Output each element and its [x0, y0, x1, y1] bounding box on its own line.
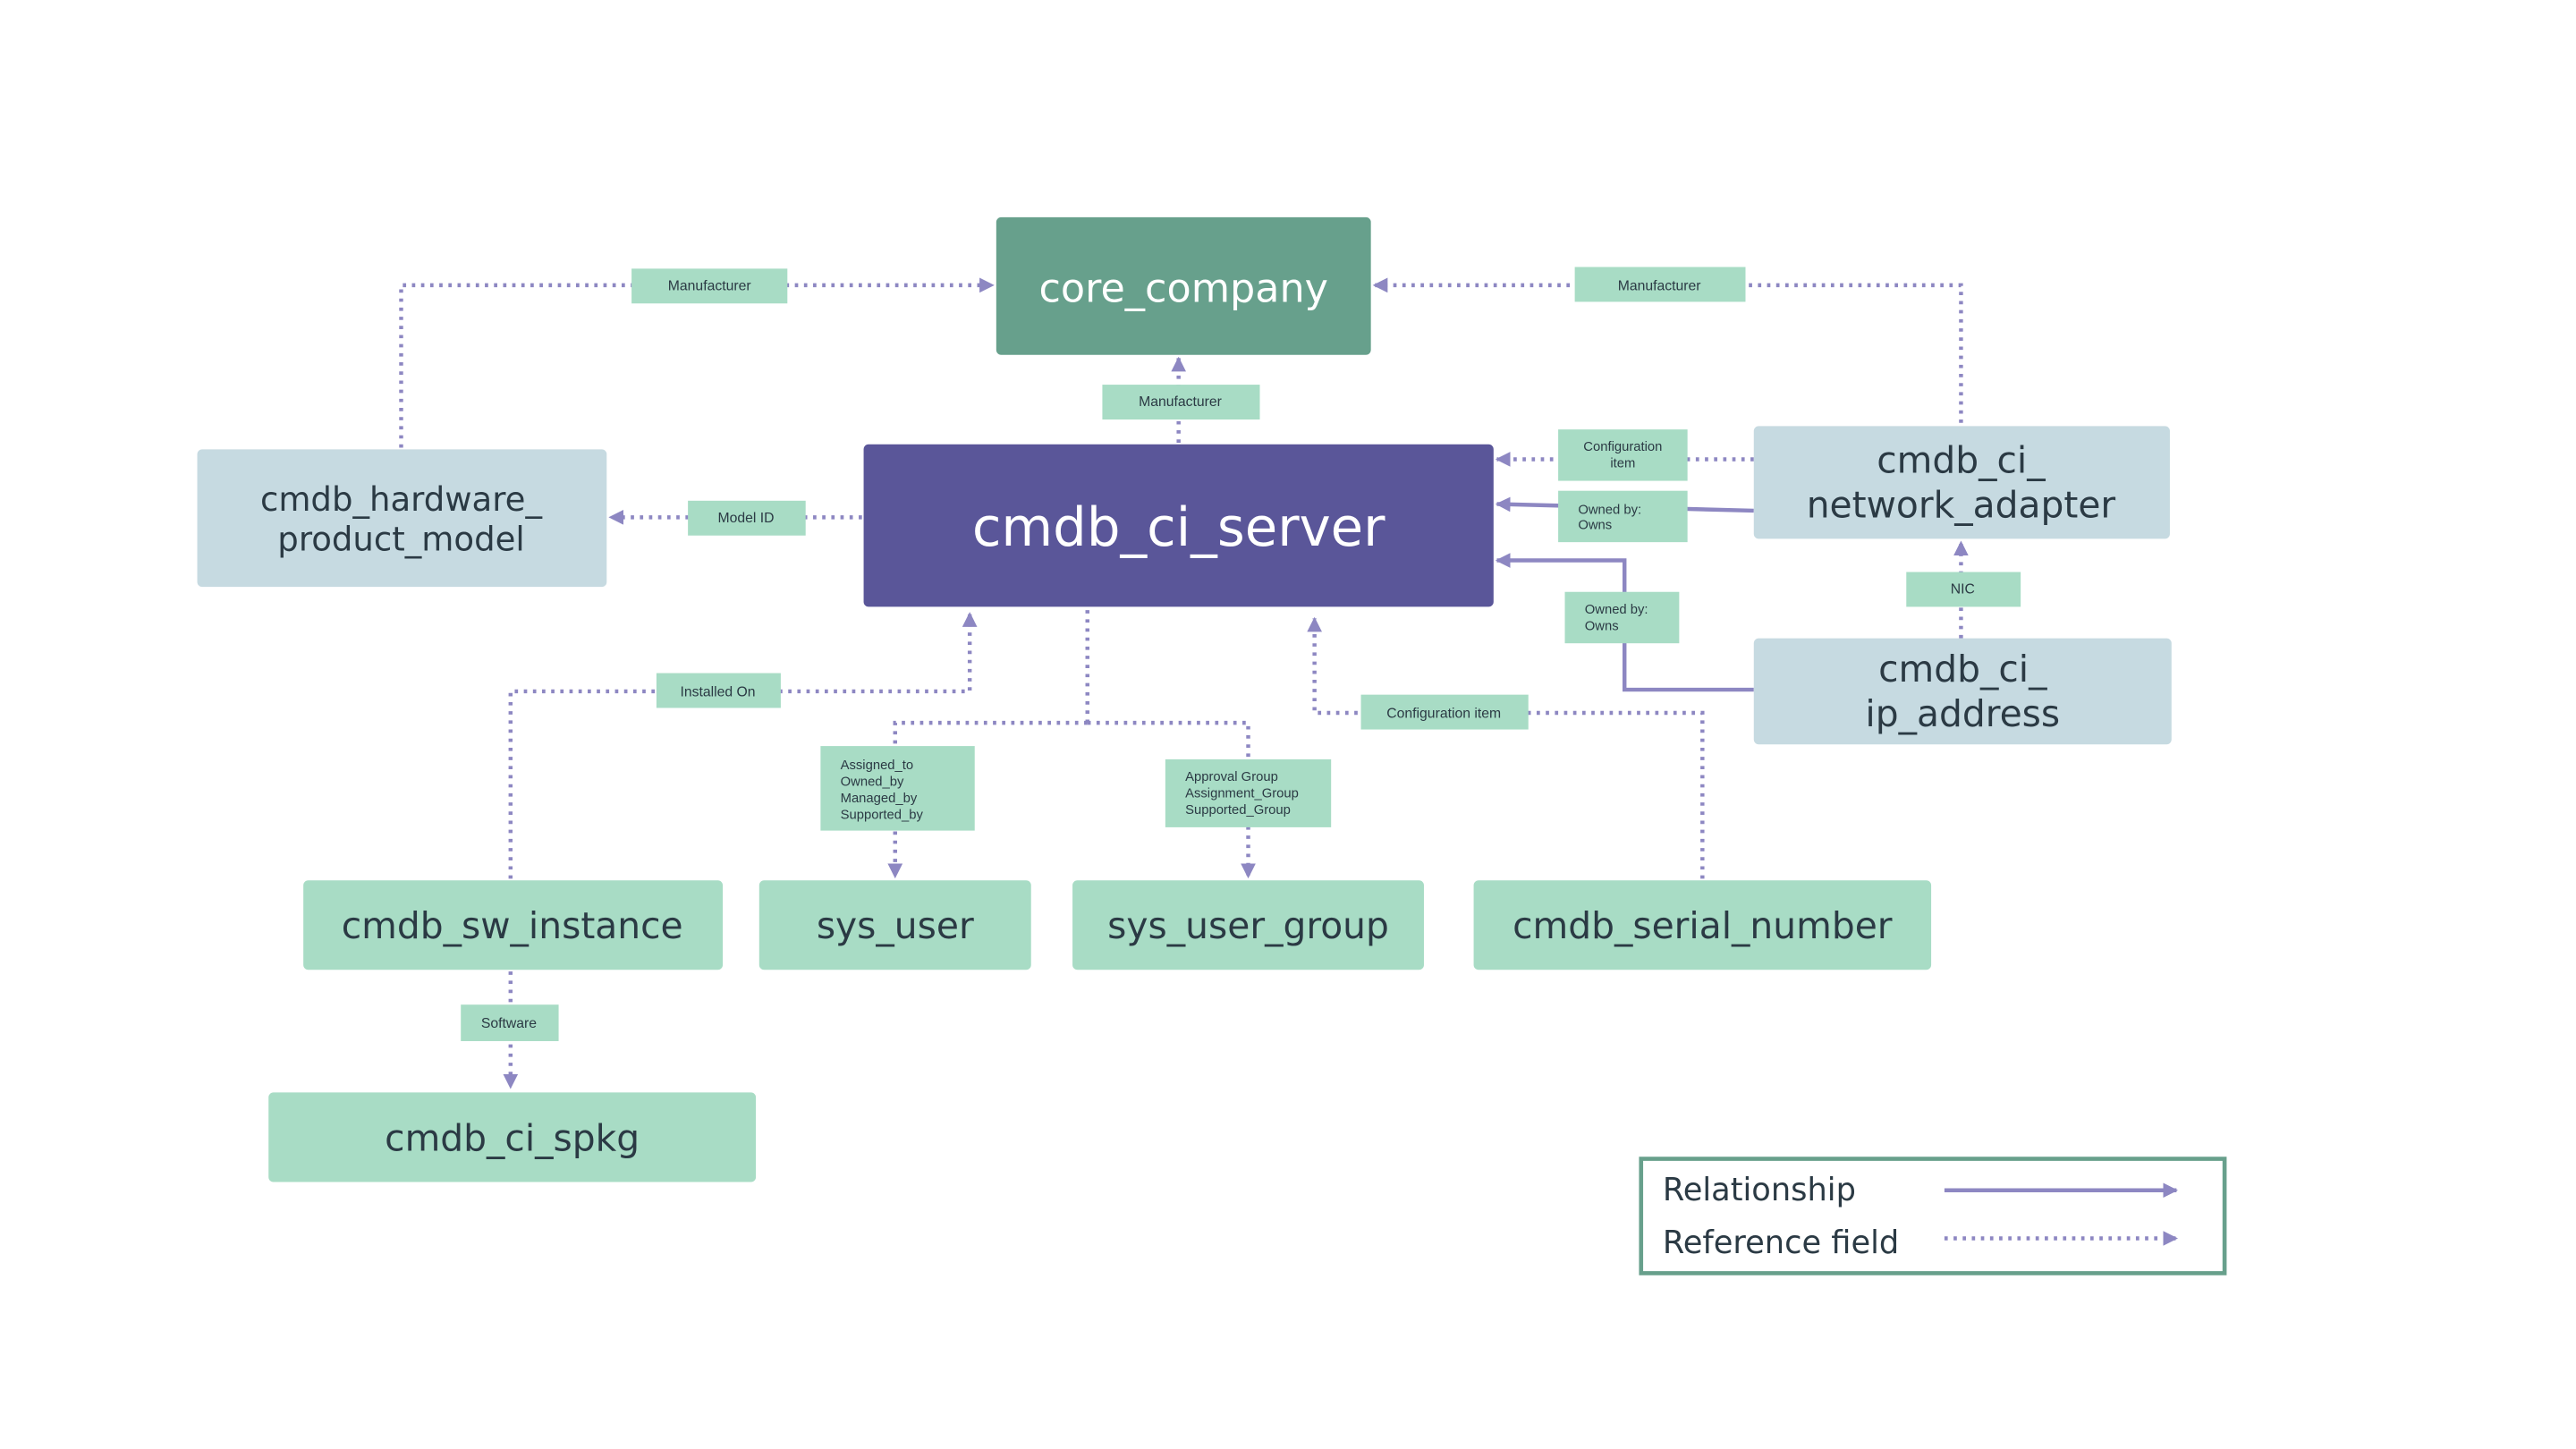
edge-label-owned-by-owns-top: Owned by: Owns [1558, 490, 1688, 543]
svg-text:Manufacturer: Manufacturer [668, 278, 751, 293]
node-core-company-label: core_company [1038, 266, 1328, 311]
edge-hwmodel-to-company [399, 277, 995, 448]
edge-swinstance-to-server [508, 612, 978, 879]
svg-text:Owned by:: Owned by: [1585, 603, 1648, 617]
edge-serial-to-server [1307, 616, 1705, 879]
svg-text:Assigned_to: Assigned_to [841, 758, 914, 773]
node-ci-spkg-label: cmdb_ci_spkg [385, 1116, 640, 1159]
svg-text:Configuration item: Configuration item [1386, 707, 1501, 722]
svg-text:Software: Software [481, 1016, 537, 1031]
edge-label-installed-on: Installed On [656, 673, 781, 708]
svg-text:Approval Group: Approval Group [1185, 770, 1278, 784]
node-net-adapter-label-line2: network_adapter [1807, 483, 2116, 526]
svg-text:Supported_by: Supported_by [841, 809, 924, 823]
svg-text:Owns: Owns [1585, 619, 1619, 633]
svg-text:Model ID: Model ID [717, 511, 774, 526]
edge-label-configuration-item-top: Configuration item [1558, 429, 1688, 481]
node-hw-model-label-line2: product_model [277, 520, 524, 558]
svg-text:Managed_by: Managed_by [841, 792, 918, 806]
legend-relationship-label: Relationship [1663, 1172, 1856, 1208]
edge-label-model-id: Model ID [688, 500, 806, 536]
node-sw-instance-label: cmdb_sw_instance [342, 904, 683, 947]
svg-text:Manufacturer: Manufacturer [1139, 394, 1222, 410]
node-cmdb-ci-server-label: cmdb_ci_server [972, 496, 1385, 558]
svg-text:Assignment_Group: Assignment_Group [1185, 787, 1299, 801]
svg-text:Manufacturer: Manufacturer [1618, 278, 1701, 293]
edge-label-configuration-item-bottom: Configuration item [1360, 694, 1529, 730]
edge-label-manufacturer-right: Manufacturer [1574, 267, 1746, 302]
node-sys-user-label: sys_user [817, 904, 974, 947]
node-sw-instance[interactable]: cmdb_sw_instance [303, 880, 724, 970]
svg-text:Installed On: Installed On [680, 684, 755, 699]
edge-label-software: Software [461, 1004, 559, 1041]
node-sys-user-group[interactable]: sys_user_group [1072, 880, 1424, 970]
edge-label-group-refs: Approval Group Assignment_Group Supporte… [1165, 758, 1332, 827]
node-net-adapter-label-line1: cmdb_ci_ [1877, 438, 2046, 481]
edge-label-user-refs: Assigned_to Owned_by Managed_by Supporte… [820, 746, 975, 831]
node-hardware-product-model[interactable]: cmdb_hardware_ product_model [197, 449, 607, 588]
node-serial-number-label: cmdb_serial_number [1513, 904, 1893, 947]
legend: Relationship Reference field [1639, 1157, 2227, 1275]
svg-text:Owns: Owns [1578, 518, 1612, 532]
svg-text:Configuration: Configuration [1583, 440, 1662, 454]
node-ip-address-label-line2: ip_address [1865, 692, 2060, 735]
edge-label-nic: NIC [1906, 572, 2021, 607]
edge-netadapter-to-company [1372, 277, 1963, 423]
legend-reference-field-label: Reference field [1663, 1224, 1899, 1261]
svg-text:item: item [1610, 457, 1635, 471]
svg-text:Owned_by: Owned_by [841, 775, 904, 790]
svg-text:Supported_Group: Supported_Group [1185, 803, 1291, 818]
edge-label-manufacturer-left: Manufacturer [631, 268, 788, 304]
node-hw-model-label-line1: cmdb_hardware_ [260, 480, 543, 519]
node-ip-address[interactable]: cmdb_ci_ ip_address [1753, 638, 2172, 745]
node-core-company[interactable]: core_company [996, 216, 1371, 355]
svg-text:NIC: NIC [1951, 582, 1975, 597]
node-ip-address-label-line1: cmdb_ci_ [1878, 648, 2047, 691]
node-serial-number[interactable]: cmdb_serial_number [1473, 880, 1932, 970]
node-cmdb-ci-server[interactable]: cmdb_ci_server [863, 444, 1494, 607]
node-ci-spkg[interactable]: cmdb_ci_spkg [268, 1092, 757, 1182]
svg-text:Owned by:: Owned by: [1578, 504, 1641, 518]
node-sys-user[interactable]: sys_user [758, 880, 1031, 970]
edge-label-manufacturer-center: Manufacturer [1102, 385, 1260, 419]
edge-label-owned-by-owns-mid: Owned by: Owns [1564, 591, 1680, 644]
node-sys-user-group-label: sys_user_group [1107, 904, 1389, 947]
node-network-adapter[interactable]: cmdb_ci_ network_adapter [1753, 426, 2170, 539]
